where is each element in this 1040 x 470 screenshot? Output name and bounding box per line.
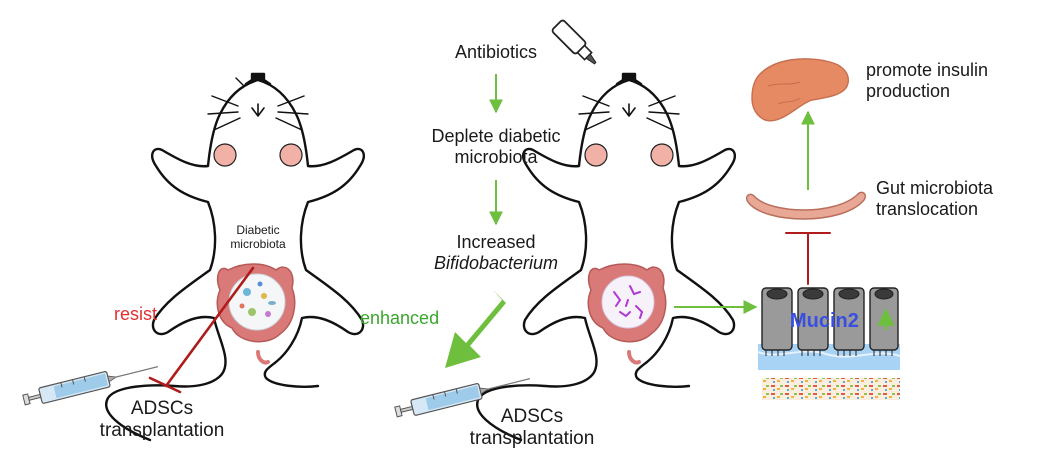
- mouse-right-icon: [476, 72, 736, 442]
- epithelial-cells-icon: [757, 287, 901, 400]
- ear-right-icon: [279, 143, 303, 167]
- intestine-left-icon: [216, 263, 296, 365]
- ear-left-icon: [213, 143, 237, 167]
- ear-right-icon: [650, 143, 674, 167]
- intestine-right-icon: [587, 263, 667, 365]
- resist-inhibition-line: [148, 266, 255, 394]
- antibiotics-label: Antibiotics: [454, 42, 538, 62]
- pancreas-icon: [751, 58, 849, 122]
- ear-left-icon: [584, 143, 608, 167]
- increased-bifidobacterium-label: Increased Bifidobacterium: [433, 232, 559, 274]
- syringe-right-icon: [394, 378, 531, 418]
- gut-translocation-label: Gut microbiota translocation: [876, 178, 994, 220]
- syringe-left-icon: [22, 366, 159, 406]
- right-transplant-label: ADSCs transplantation: [469, 406, 595, 450]
- resist-label: resist: [114, 304, 158, 324]
- enhanced-label: enhanced: [360, 308, 440, 328]
- gut-segment-icon: [745, 191, 867, 220]
- diabetic-microbiota-label: Diabetic microbiota: [230, 223, 286, 251]
- mouse-left-icon: [105, 72, 365, 442]
- enhanced-arrow: [445, 290, 506, 368]
- mucin2-label: Mucin2: [790, 310, 859, 332]
- deplete-microbiota-label: Deplete diabetic microbiota: [431, 126, 561, 168]
- dropper-bottle-icon: [551, 19, 597, 65]
- insulin-production-label: promote insulin production: [866, 60, 989, 102]
- left-transplant-label: ADSCs transplantation: [99, 398, 225, 442]
- mucin-inhibition-line: [785, 232, 831, 285]
